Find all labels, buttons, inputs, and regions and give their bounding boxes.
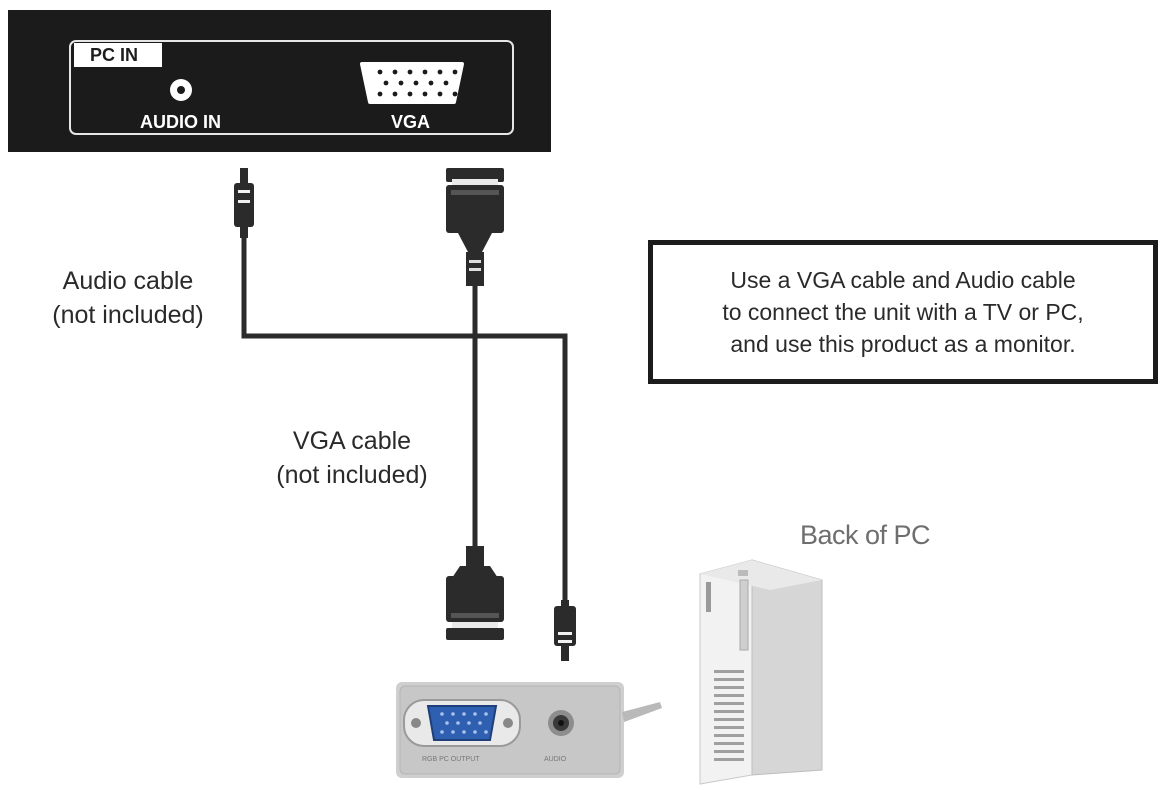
vga-pin bbox=[422, 69, 428, 75]
pc-vga-pin bbox=[484, 730, 488, 734]
pc-vga-pin bbox=[473, 712, 477, 716]
pc-in-label: PC IN bbox=[74, 43, 162, 67]
pc-vga-pin bbox=[451, 712, 455, 716]
pc-vga-pin bbox=[451, 730, 455, 734]
pc-vent-slot bbox=[714, 734, 744, 737]
vga-pin bbox=[392, 91, 398, 97]
vga-pin bbox=[422, 91, 428, 97]
vga-cable-label-line-1: VGA cable bbox=[292, 427, 412, 455]
vga-pin bbox=[377, 69, 383, 75]
pc-vga-pin bbox=[484, 712, 488, 716]
pc-vga-pin bbox=[440, 712, 444, 716]
pc-vent-slot bbox=[714, 750, 744, 753]
vga-plug-top-icon bbox=[446, 168, 504, 286]
pc-vga-port-icon bbox=[403, 699, 521, 747]
pc-vga-pin bbox=[467, 721, 471, 725]
instruction-line-3: and use this product as a monitor. bbox=[730, 331, 1076, 357]
vga-pin bbox=[437, 69, 443, 75]
pc-vent-slot bbox=[714, 694, 744, 697]
vga-pin bbox=[383, 80, 389, 86]
vga-pin bbox=[392, 69, 398, 75]
vga-plug-bottom-icon bbox=[446, 546, 504, 640]
pc-vga-pin bbox=[462, 712, 466, 716]
audio-in-label: AUDIO IN bbox=[140, 112, 221, 132]
pc-vent-slot bbox=[714, 718, 744, 721]
instruction-box: Use a VGA cable and Audio cable to conne… bbox=[648, 240, 1158, 384]
tv-rear-panel bbox=[8, 10, 551, 152]
pc-vent-slot bbox=[714, 678, 744, 681]
vga-pin bbox=[407, 91, 413, 97]
pc-vent-slot bbox=[714, 742, 744, 745]
pc-vga-pin bbox=[462, 730, 466, 734]
vga-pin bbox=[437, 91, 443, 97]
audio-cable-label-line-1: Audio cable bbox=[62, 267, 194, 295]
audio-in-jack-icon bbox=[170, 79, 192, 101]
vga-pin bbox=[398, 80, 404, 86]
vga-cable-label-line-2: (not included) bbox=[276, 461, 428, 489]
pc-vga-pin bbox=[478, 721, 482, 725]
pc-callout-line bbox=[622, 702, 662, 722]
audio-plug-top-icon bbox=[234, 168, 254, 238]
pc-vga-pin bbox=[445, 721, 449, 725]
pc-audio-caption: AUDIO bbox=[544, 756, 567, 763]
pc-vent-slot bbox=[714, 758, 744, 761]
pc-vga-pin bbox=[440, 730, 444, 734]
audio-cable-label: Audio cable (not included) bbox=[28, 264, 228, 332]
back-of-pc-label: Back of PC bbox=[800, 520, 931, 550]
pc-vent-slot bbox=[714, 702, 744, 705]
pc-vent-slot bbox=[714, 686, 744, 689]
pc-vga-caption: RGB PC OUTPUT bbox=[422, 756, 480, 763]
pc-vga-pin bbox=[456, 721, 460, 725]
pc-audio-port-icon bbox=[548, 710, 574, 736]
pc-vent-slot bbox=[714, 726, 744, 729]
audio-cable-label-line-2: (not included) bbox=[52, 301, 204, 329]
pc-vent-slot bbox=[714, 670, 744, 673]
vga-pin bbox=[452, 69, 458, 75]
vga-cable-label: VGA cable (not included) bbox=[252, 424, 452, 492]
vga-pin bbox=[443, 80, 449, 86]
pc-vga-pin bbox=[473, 730, 477, 734]
vga-pin bbox=[407, 69, 413, 75]
vga-pin bbox=[413, 80, 419, 86]
instruction-line-1: Use a VGA cable and Audio cable bbox=[730, 267, 1076, 293]
vga-port-label: VGA bbox=[391, 112, 431, 132]
pc-vent-slot bbox=[714, 710, 744, 713]
pc-tower-icon bbox=[699, 559, 823, 785]
audio-plug-bottom-icon bbox=[554, 600, 576, 661]
vga-pin bbox=[377, 91, 383, 97]
vga-pin bbox=[452, 91, 458, 97]
vga-port-icon bbox=[360, 62, 464, 104]
instruction-line-2: to connect the unit with a TV or PC, bbox=[722, 299, 1084, 325]
audio-cable bbox=[241, 238, 568, 604]
vga-pin bbox=[428, 80, 434, 86]
